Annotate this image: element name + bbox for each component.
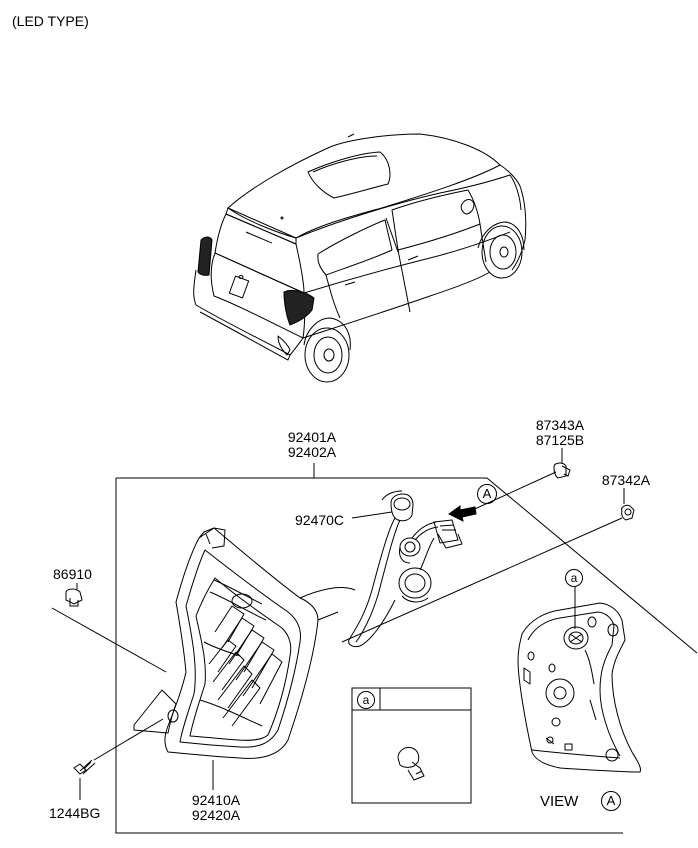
view-label: VIEW [540, 793, 579, 810]
part-label-92420A: 92420A [191, 807, 241, 823]
screw-part [73, 759, 96, 775]
view-a-bulb-marker: a [565, 569, 583, 587]
bulb-ref-marker: a [357, 691, 375, 709]
part-label-87343A: 87343A [535, 417, 585, 433]
fastener-part [621, 504, 635, 521]
socket-harness [348, 490, 463, 647]
part-label-87342A: 87342A [601, 472, 651, 488]
part-label-1244BG: 1244BG [49, 805, 101, 821]
view-a-marker: A [477, 484, 497, 504]
bulb-detail-box [351, 687, 472, 804]
view-label-marker: A [601, 791, 621, 811]
part-label-92402A: 92402A [287, 444, 337, 460]
car-illustration [193, 133, 527, 383]
part-label-87125B: 87125B [535, 432, 585, 448]
part-label-92410A: 92410A [191, 792, 241, 808]
view-direction-arrow [448, 505, 477, 522]
tail-lamp-assembly [133, 527, 356, 759]
view-a-drawing [517, 602, 641, 773]
grommet-part [65, 588, 83, 607]
retainer-part [553, 458, 571, 479]
exploded-view-frame [115, 463, 698, 834]
part-label-86910: 86910 [53, 566, 92, 582]
diagram-title: (LED TYPE) [12, 13, 89, 29]
part-label-92470C: 92470C [295, 512, 345, 528]
part-label-92401A: 92401A [287, 429, 337, 445]
